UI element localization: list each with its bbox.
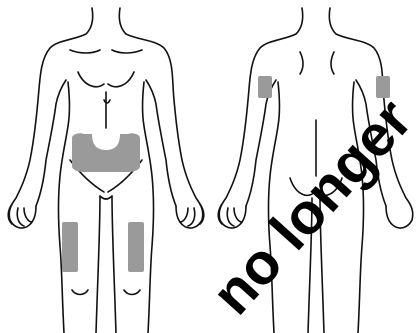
watermark-text: no longer bbox=[199, 87, 417, 327]
left-thigh-injection-site bbox=[62, 222, 78, 272]
left-upper-arm-injection-site bbox=[258, 76, 272, 98]
right-thigh-injection-site bbox=[128, 222, 144, 272]
abdomen-injection-site bbox=[72, 133, 140, 172]
